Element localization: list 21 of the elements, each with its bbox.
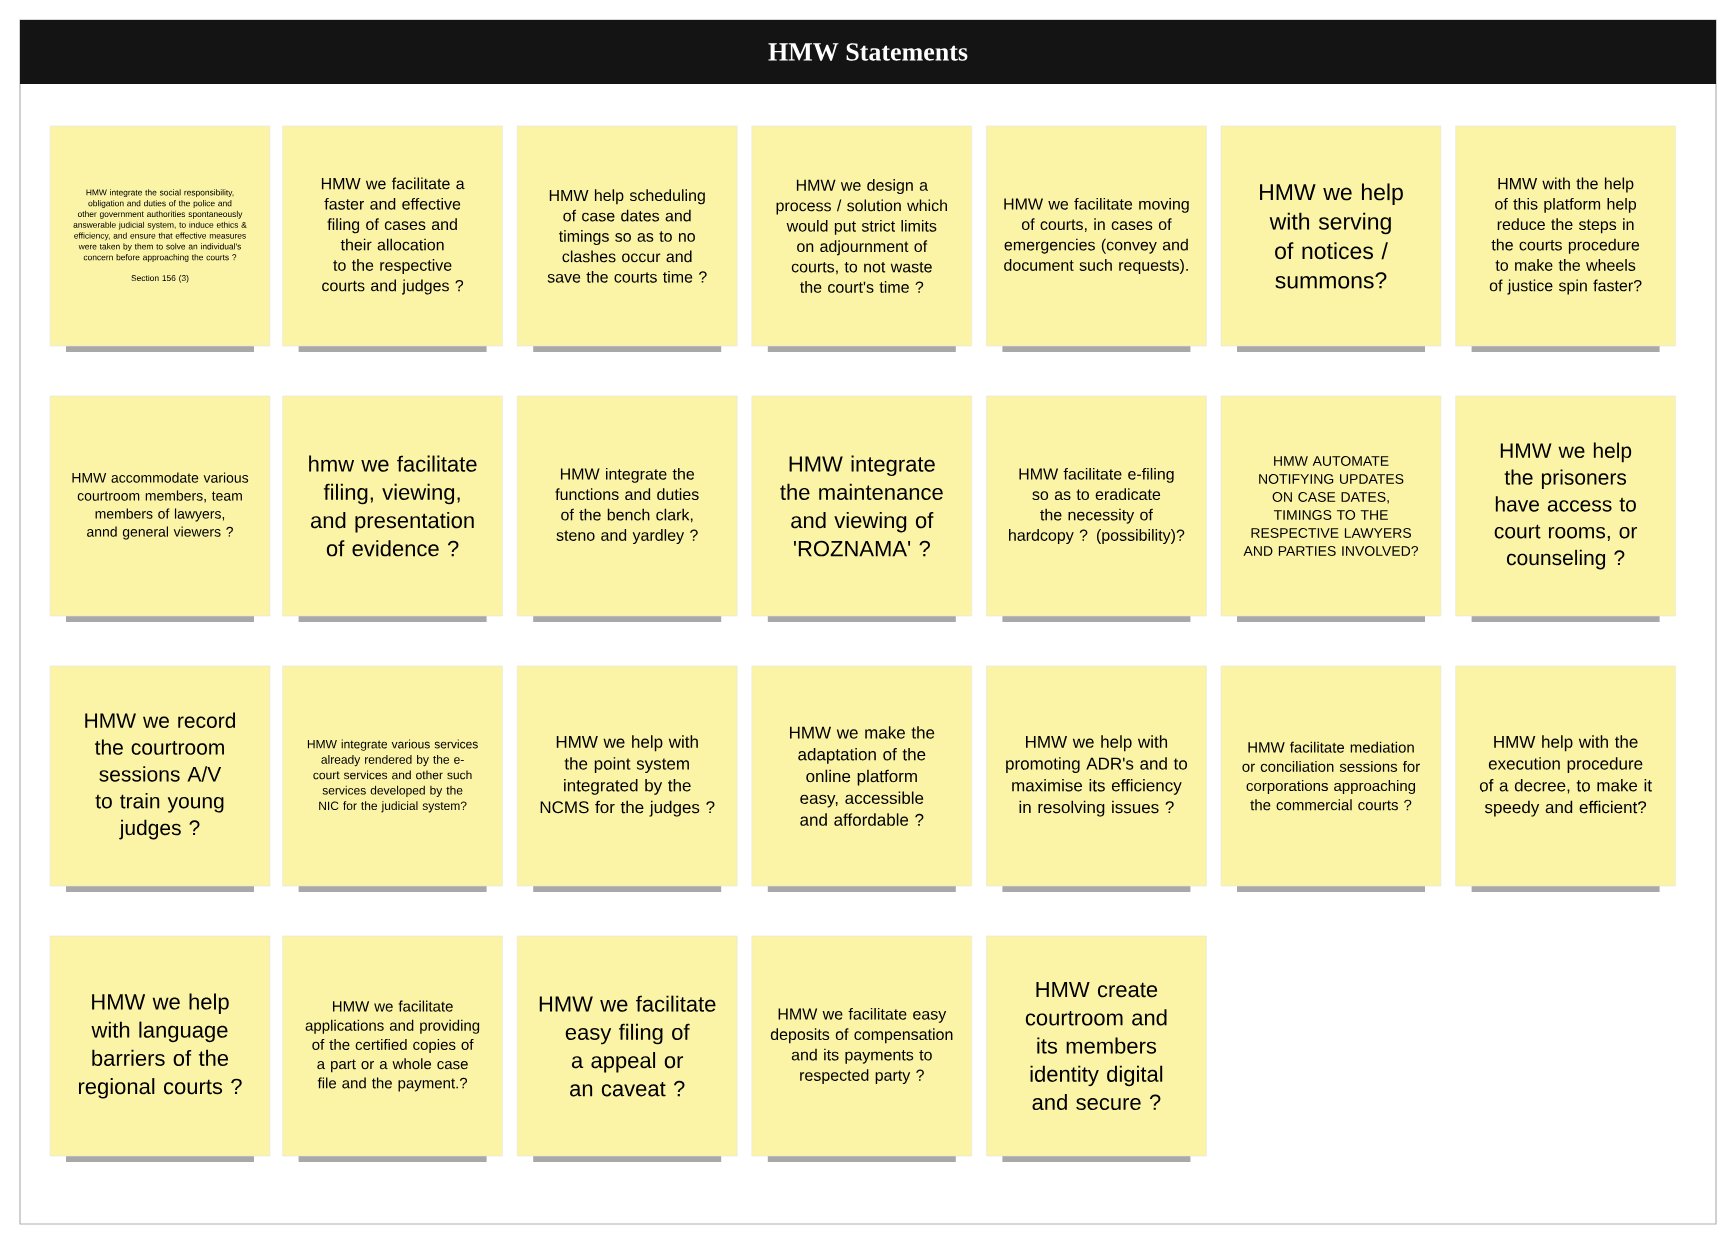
sticky-note: hmw we facilitate filing, viewing, and presentation of evidence ? [282,395,503,622]
sticky-note: HMW help with the execution procedure of a decree, to make it speedy and efficient? [1455,665,1676,892]
sticky-note: HMW help scheduling of case dates and timings so as to no clashes occur and save the courts time ? [516,125,738,352]
sticky-note: HMW we help with language barriers of the regional courts ? [49,935,271,1162]
sticky-note: HMW we help with serving of notices / summons? [1220,125,1442,352]
title-bar: HMW Statements [20,20,1716,84]
sticky-note: HMW we design a process / solution which would put strict limits on adjournment of courts, to not waste the court's time ? [751,125,973,352]
sticky-note: HMW we facilitate easy filing of a appeal or an caveat ? [516,935,738,1162]
sticky-note: HMW integrate the maintenance and viewing of 'ROZNAMA' ? [751,395,973,622]
sticky-note: HMW we facilitate a faster and effective filing of cases and their allocation to the respective courts and judges ? [282,125,503,352]
sticky-note: HMW we record the courtroom sessions A/V to train young judges ? [49,665,271,892]
sticky-note: HMW we facilitate moving of courts, in cases of emergencies (convey and document such requests). [986,125,1207,352]
sticky-note: HMW with the help of this platform help reduce the steps in the courts procedure to make the wheels of justice spin faster? [1455,125,1676,352]
sticky-note: HMW we help with promoting ADR's and to maximise its efficiency in resolving issues ? [986,665,1207,892]
sticky-note: HMW we help with the point system integrated by the NCMS for the judges ? [516,665,738,892]
sticky-note: HMW create courtroom and its members identity digital and secure ? [986,935,1207,1162]
sticky-note: HMW facilitate e-filing so as to eradicate the necessity of hardcopy ? (possibility)? [986,395,1207,622]
sticky-note: HMW we facilitate easy deposits of compensation and its payments to respected party ? [751,935,973,1162]
sticky-note: HMW integrate the functions and duties of the bench clark, steno and yardley ? [516,395,738,622]
sticky-note: HMW we help the prisoners have access to court rooms, or counseling ? [1455,395,1676,622]
sticky-note: HMW we make the adaptation of the online platform easy, accessible and affordable ? [751,665,973,892]
